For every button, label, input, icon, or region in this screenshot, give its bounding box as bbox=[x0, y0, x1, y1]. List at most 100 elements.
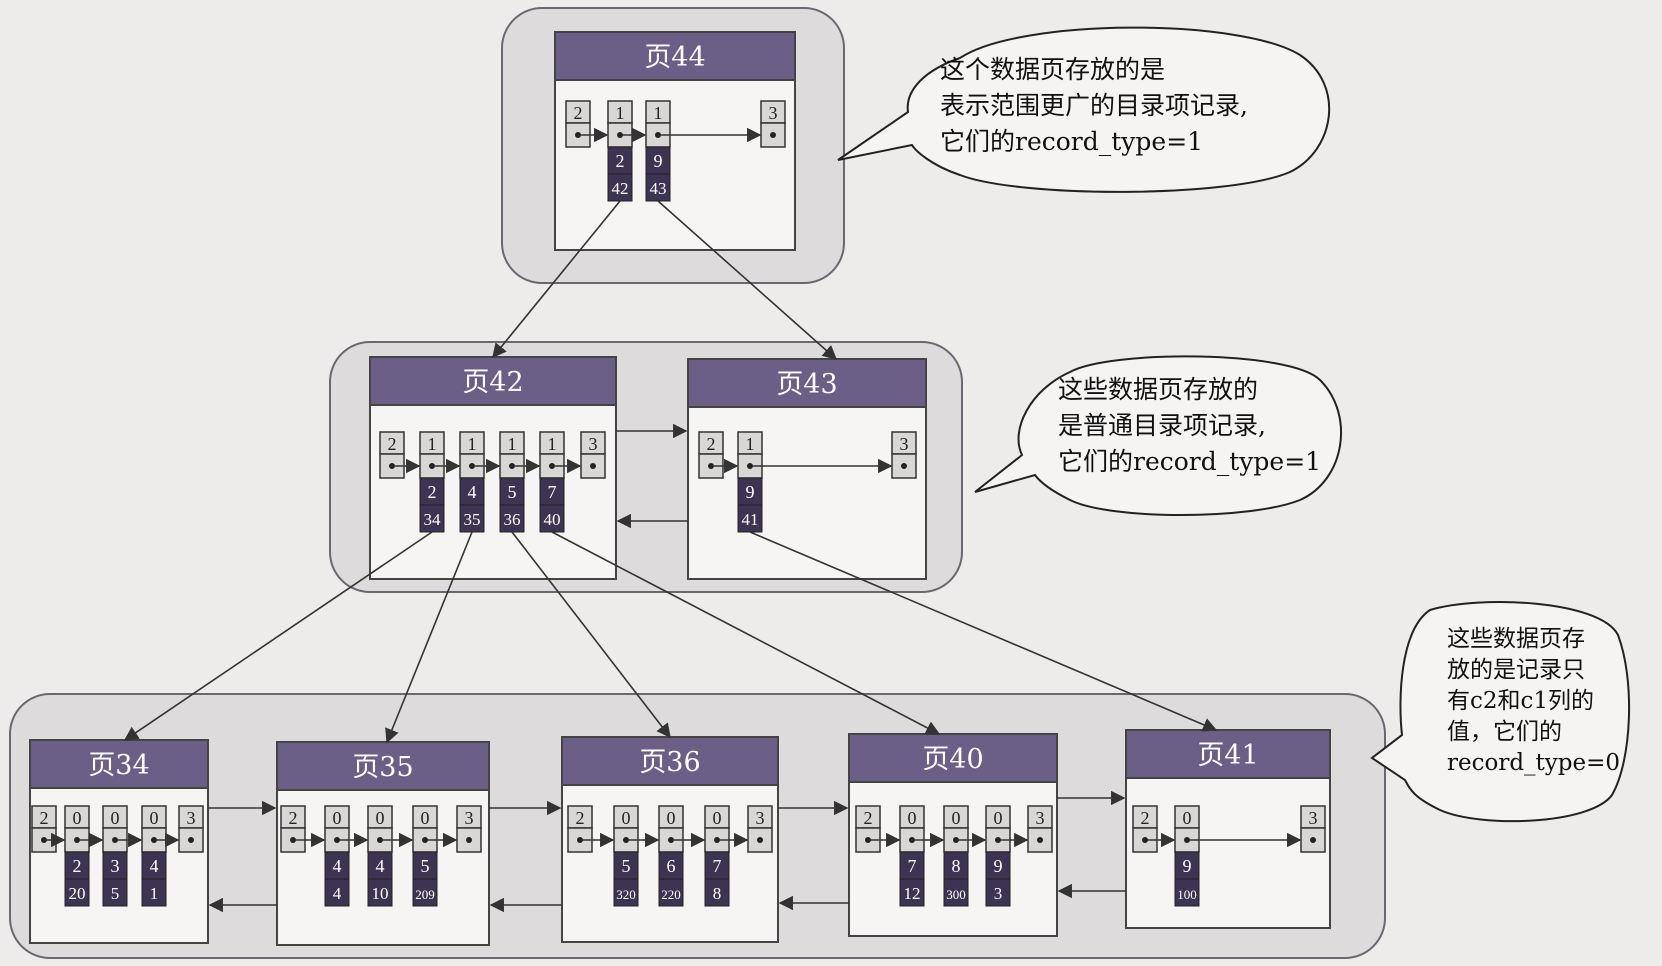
record-3: 3 bbox=[891, 431, 917, 479]
record-value-cell bbox=[985, 878, 1011, 907]
record-value-cell bbox=[539, 504, 565, 533]
record-value-cell bbox=[613, 878, 639, 907]
next-pointer-dot bbox=[708, 463, 714, 469]
record-type-label: 1 bbox=[616, 103, 625, 123]
record-key: 9 bbox=[654, 151, 663, 171]
next-pointer-dot bbox=[655, 132, 661, 138]
record-2: 2 bbox=[698, 431, 724, 479]
page-title: 页42 bbox=[462, 367, 523, 398]
page-title: 页35 bbox=[352, 752, 413, 783]
record-type-label: 0 bbox=[376, 808, 385, 828]
next-pointer-dot bbox=[757, 837, 763, 843]
callout-top-bubble bbox=[837, 26, 1331, 193]
record-key-cell bbox=[102, 851, 128, 880]
next-pointer-dot bbox=[714, 837, 720, 843]
record-type-label: 0 bbox=[111, 808, 120, 828]
record-0: 078 bbox=[704, 805, 730, 907]
next-pointer-dot bbox=[747, 463, 753, 469]
next-pointer-dot bbox=[577, 837, 583, 843]
record-value-cell bbox=[737, 504, 763, 533]
record-key-cell bbox=[419, 477, 445, 506]
page-title: 页44 bbox=[644, 42, 705, 73]
record-3: 3 bbox=[178, 805, 204, 853]
record-3: 3 bbox=[580, 431, 606, 479]
next-pointer-dot bbox=[151, 837, 157, 843]
next-pointer-dot bbox=[1184, 837, 1190, 843]
record-type-label: 1 bbox=[468, 434, 477, 454]
record-pointer-cell bbox=[456, 827, 482, 853]
record-value: 10 bbox=[372, 884, 389, 903]
record-type-label: 1 bbox=[746, 434, 755, 454]
record-value: 43 bbox=[650, 179, 667, 198]
record-type-label: 0 bbox=[622, 808, 631, 828]
callout-bottom-bubble bbox=[1370, 601, 1631, 823]
record-2: 2 bbox=[31, 805, 57, 853]
next-pointer-dot bbox=[995, 837, 1001, 843]
record-3: 3 bbox=[760, 100, 786, 148]
record-value-cell bbox=[704, 878, 730, 907]
child-pointer-arrow bbox=[511, 531, 671, 739]
record-key: 4 bbox=[150, 856, 159, 876]
record-value-cell bbox=[1174, 878, 1200, 907]
record-key: 4 bbox=[376, 856, 385, 876]
record-key: 9 bbox=[994, 856, 1003, 876]
child-pointer-arrow bbox=[492, 200, 621, 359]
next-pointer-dot bbox=[590, 463, 596, 469]
record-key-cell bbox=[459, 477, 485, 506]
next-pointer-dot bbox=[617, 132, 623, 138]
record-type-label: 0 bbox=[667, 808, 676, 828]
record-key: 7 bbox=[548, 482, 557, 502]
record-key-cell bbox=[1174, 851, 1200, 880]
record-key-cell bbox=[613, 851, 639, 880]
record-type-label: 3 bbox=[756, 808, 765, 828]
record-key: 2 bbox=[428, 482, 437, 502]
record-value-cell bbox=[412, 878, 438, 907]
record-type-label: 0 bbox=[73, 808, 82, 828]
record-value: 35 bbox=[464, 510, 481, 529]
record-type-label: 3 bbox=[1036, 808, 1045, 828]
record-2: 2 bbox=[379, 431, 405, 479]
record-key: 9 bbox=[746, 482, 755, 502]
record-key-cell bbox=[645, 146, 671, 175]
record-type-label: 0 bbox=[333, 808, 342, 828]
record-key: 6 bbox=[667, 856, 676, 876]
record-type-label: 2 bbox=[707, 434, 716, 454]
record-2: 2 bbox=[1132, 805, 1158, 853]
record-type-label: 0 bbox=[908, 808, 917, 828]
page-header bbox=[1125, 729, 1331, 779]
child-pointer-arrow bbox=[385, 531, 473, 744]
record-value: 3 bbox=[994, 884, 1003, 903]
child-pointer-arrow bbox=[123, 531, 433, 741]
record-key: 2 bbox=[73, 856, 82, 876]
next-pointer-dot bbox=[901, 463, 907, 469]
record-type-label: 0 bbox=[994, 808, 1003, 828]
page-header bbox=[848, 733, 1058, 783]
next-pointer-dot bbox=[429, 463, 435, 469]
record-key-cell bbox=[704, 851, 730, 880]
page-header bbox=[561, 736, 779, 786]
record-key: 2 bbox=[616, 151, 625, 171]
next-pointer-dot bbox=[509, 463, 515, 469]
page-header bbox=[29, 739, 209, 789]
record-3: 3 bbox=[747, 805, 773, 853]
record-value: 300 bbox=[946, 887, 966, 902]
next-pointer-dot bbox=[668, 837, 674, 843]
record-0: 0 9 3 bbox=[985, 805, 1011, 907]
record-value: 36 bbox=[504, 510, 521, 529]
next-pointer-dot bbox=[389, 463, 395, 469]
record-type-label: 2 bbox=[574, 103, 583, 123]
record-key-cell bbox=[539, 477, 565, 506]
record-key: 7 bbox=[713, 856, 722, 876]
record-type-label: 3 bbox=[1309, 808, 1318, 828]
